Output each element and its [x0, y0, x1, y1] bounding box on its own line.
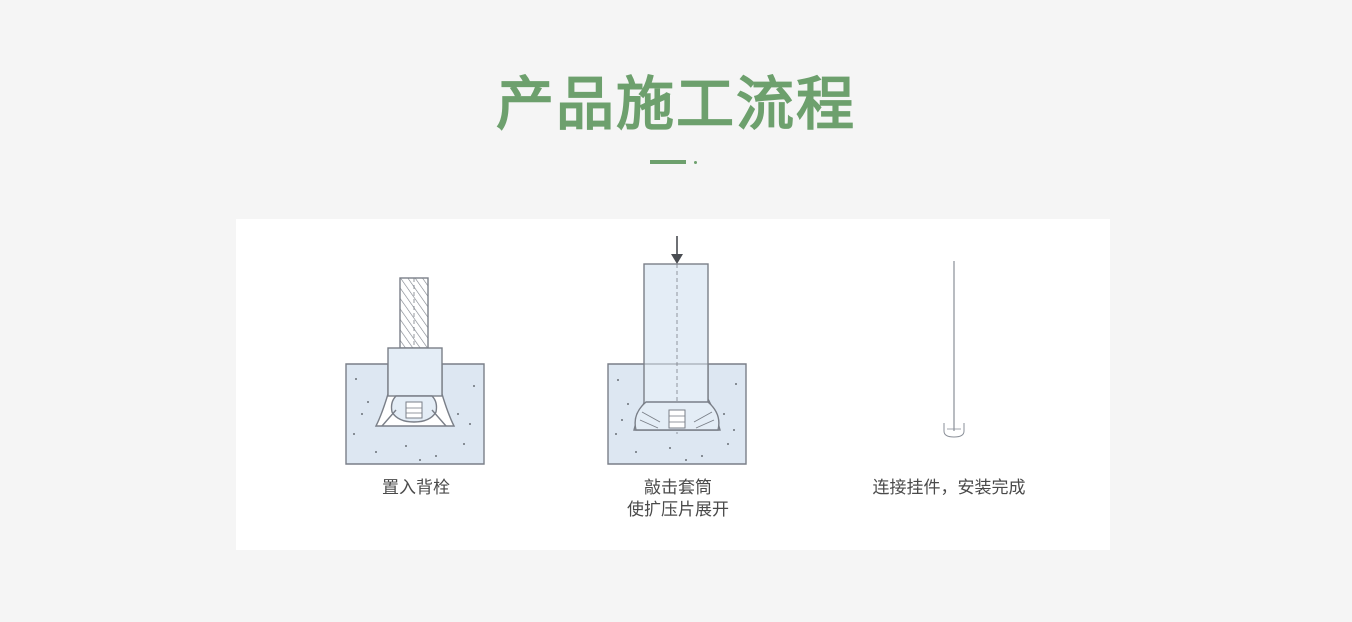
step-2-caption-line-1: 敲击套筒: [644, 478, 712, 498]
step-1-caption-line-1: 置入背栓: [382, 478, 450, 498]
step-3-caption: 连接挂件，安装完成: [844, 477, 1054, 499]
title-divider: [650, 160, 686, 164]
bolt-sleeve: [387, 347, 443, 397]
down-arrow-icon: [671, 254, 683, 264]
step-3: 连接挂件，安装完成: [844, 259, 1054, 498]
process-panel: 置入背栓: [236, 219, 1110, 550]
step-2-illustration: [607, 236, 747, 465]
title-divider-dot: [694, 161, 697, 164]
step-1: 置入背栓: [345, 274, 486, 498]
step-2-caption-line-2: 使扩压片展开: [627, 500, 729, 520]
step-1-caption: 置入背栓: [346, 477, 486, 499]
setting-sleeve: [643, 263, 709, 405]
step-2: 敲击套筒 使扩压片展开: [607, 234, 748, 520]
step-3-illustration: [943, 261, 965, 438]
step-2-caption: 敲击套筒 使扩压片展开: [608, 477, 748, 521]
step-3-caption-line-1: 连接挂件，安装完成: [872, 478, 1026, 498]
step-1-illustration: [345, 277, 485, 465]
anchor-head: [943, 423, 965, 438]
page-title: 产品施工流程: [495, 70, 856, 138]
